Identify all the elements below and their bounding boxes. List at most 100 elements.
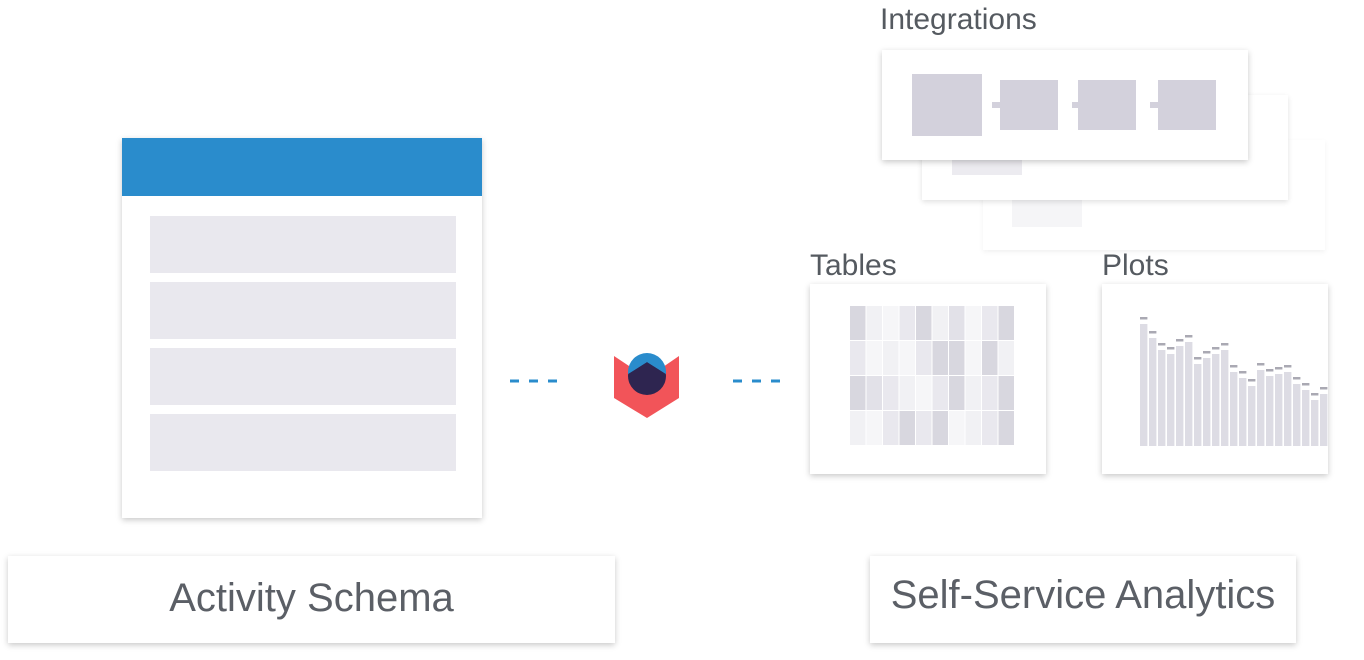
heatmap-cell: [866, 376, 882, 410]
self-service-analytics-label: Self-Service Analytics: [890, 573, 1276, 617]
plot-bar: [1248, 386, 1256, 446]
integration-connector: [1150, 102, 1160, 108]
table-row: [150, 348, 456, 405]
plot-bar-marker: [1221, 343, 1229, 346]
plot-bar-marker: [1275, 367, 1283, 370]
integration-connector: [1072, 102, 1082, 108]
table-row: [150, 282, 456, 339]
heatmap-cell: [965, 411, 981, 445]
heatmap-cell: [998, 341, 1014, 375]
plot-bar-marker: [1239, 371, 1247, 374]
plot-bar-marker: [1158, 343, 1166, 346]
plot-bar-marker: [1230, 365, 1238, 368]
plot-bar: [1158, 350, 1166, 446]
heatmap-cell: [932, 306, 948, 340]
tables-card: [810, 284, 1046, 474]
heatmap-cell: [998, 411, 1014, 445]
plot-bar: [1284, 372, 1292, 446]
plot-bar: [1275, 374, 1283, 446]
plot-bar-marker: [1266, 369, 1274, 372]
heatmap-cell: [883, 411, 899, 445]
heatmap-cell: [850, 341, 866, 375]
heatmap-cell: [850, 411, 866, 445]
plot-bar: [1239, 378, 1247, 446]
heatmap-cell: [899, 411, 915, 445]
plot-bar-marker: [1284, 365, 1292, 368]
narrator-logo-icon: [614, 353, 679, 418]
heatmap-cell: [916, 306, 932, 340]
integration-box: [1158, 80, 1216, 130]
heatmap-cell: [982, 376, 998, 410]
plot-bar: [1221, 350, 1229, 446]
plot-bar-marker: [1194, 357, 1202, 360]
plots-label: Plots: [1102, 249, 1169, 282]
heatmap-cell: [982, 341, 998, 375]
plot-bar: [1293, 384, 1301, 446]
heatmap-cell: [949, 306, 965, 340]
plot-bar-marker: [1167, 347, 1175, 350]
heatmap-cell: [899, 306, 915, 340]
plot-bar-marker: [1302, 383, 1310, 386]
heatmap-cell: [866, 306, 882, 340]
heatmap-cell: [998, 306, 1014, 340]
plot-bar: [1212, 354, 1220, 446]
plots-card: [1102, 284, 1328, 474]
plot-bar-marker: [1311, 393, 1319, 396]
heatmap-cell: [949, 376, 965, 410]
plot-bar: [1140, 324, 1148, 446]
heatmap-cell: [883, 306, 899, 340]
activity-schema-table: [122, 138, 482, 518]
plot-bar-marker: [1140, 317, 1148, 320]
plot-bar: [1266, 376, 1274, 446]
heatmap-cell: [850, 306, 866, 340]
plot-bar: [1185, 342, 1193, 446]
integration-box: [912, 74, 982, 136]
heatmap-cell: [883, 341, 899, 375]
heatmap-cell: [949, 411, 965, 445]
tables-heatmap: [850, 306, 1014, 445]
table-row: [150, 414, 456, 471]
plot-bar-marker: [1176, 339, 1184, 342]
plot-bar-marker: [1293, 377, 1301, 380]
heatmap-cell: [916, 376, 932, 410]
heatmap-cell: [932, 376, 948, 410]
heatmap-cell: [965, 376, 981, 410]
integration-connector: [992, 102, 1002, 108]
heatmap-cell: [932, 411, 948, 445]
heatmap-cell: [965, 306, 981, 340]
heatmap-cell: [899, 376, 915, 410]
right-dashed-connector: [733, 379, 785, 383]
integrations-label: Integrations: [880, 3, 1037, 36]
plot-bar: [1203, 358, 1211, 446]
heatmap-cell: [998, 376, 1014, 410]
integration-box: [1078, 80, 1136, 130]
plot-bar-marker: [1185, 335, 1193, 338]
heatmap-cell: [949, 341, 965, 375]
heatmap-cell: [883, 376, 899, 410]
plot-bar: [1311, 400, 1319, 446]
plot-bar: [1230, 372, 1238, 446]
heatmap-cell: [850, 376, 866, 410]
plot-bar-marker: [1149, 331, 1157, 334]
self-service-analytics-label-card: Self-Service Analytics: [870, 556, 1296, 643]
heatmap-cell: [899, 341, 915, 375]
integration-box: [1000, 80, 1058, 130]
integrations-card-front: [882, 50, 1248, 160]
heatmap-cell: [916, 341, 932, 375]
plot-bar-marker: [1203, 351, 1211, 354]
table-header-bar: [122, 138, 482, 196]
heatmap-cell: [916, 411, 932, 445]
plot-bar-marker: [1248, 379, 1256, 382]
plots-bar-chart: [1140, 317, 1328, 446]
heatmap-cell: [866, 341, 882, 375]
heatmap-cell: [866, 411, 882, 445]
plot-bar: [1176, 346, 1184, 446]
tables-label: Tables: [810, 249, 897, 282]
table-row: [150, 216, 456, 273]
left-dashed-connector: [510, 379, 562, 383]
heatmap-cell: [982, 411, 998, 445]
plot-bar: [1320, 394, 1328, 446]
plot-bar: [1302, 390, 1310, 446]
activity-schema-label: Activity Schema: [169, 576, 454, 620]
plot-bar: [1167, 354, 1175, 446]
